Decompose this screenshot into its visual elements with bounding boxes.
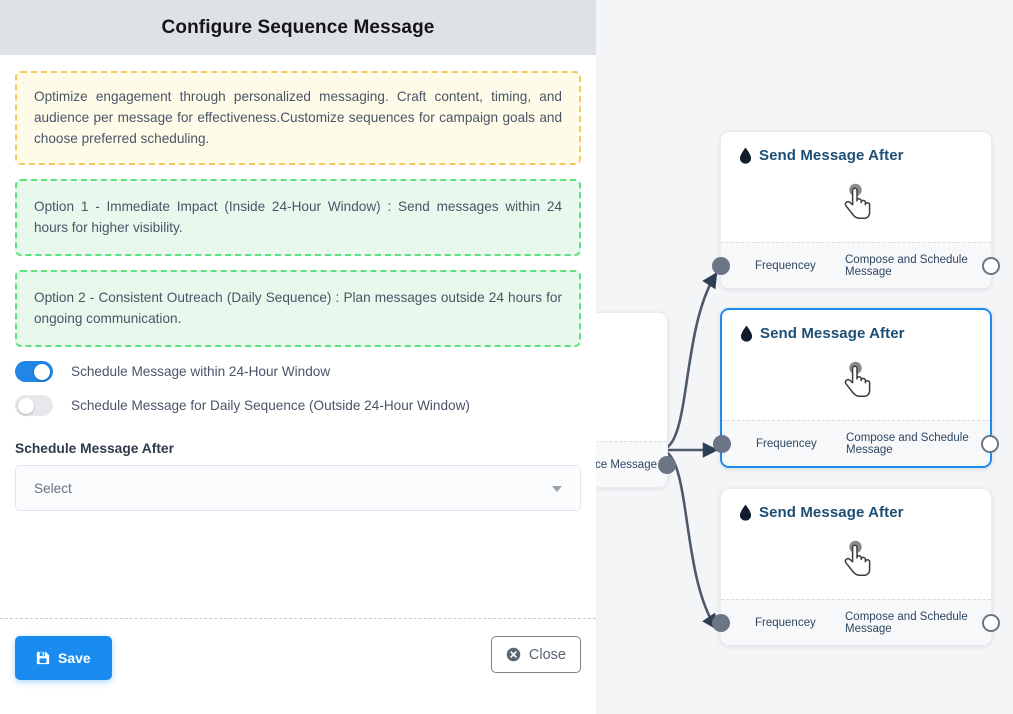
hand-pointer-icon [844,183,871,220]
select-value: Select [34,480,72,496]
chevron-down-icon [552,486,562,493]
node-footer-frequency-label: Frequencey [755,616,816,629]
floppy-disk-icon [36,651,50,665]
node-output-handle[interactable] [982,613,1000,632]
page-title: Configure Sequence Message [161,16,435,38]
node-header: Send Message After [721,132,991,164]
node-footer: Frequencey Compose and Schedule Message [713,420,999,466]
flow-canvas[interactable]: ce Message Send Message After Frequence [596,0,1013,714]
field-label-schedule-message-after: Schedule Message After [15,441,174,457]
node-footer-compose-label: Compose and Schedule Message [845,610,968,635]
schedule-message-after-field: Schedule Message After Select [15,441,581,512]
save-button[interactable]: Save [15,636,112,680]
node-footer-compose-label: Compose and Schedule Message [845,253,968,278]
node-header: Send Message After [721,489,991,521]
close-button-label: Close [528,646,566,663]
node-footer: Frequencey Compose and Schedule Message [712,242,1000,288]
node-footer-compose-label: Compose and Schedule Message [846,431,969,456]
configure-sequence-dialog: Configure Sequence Message Optimize enga… [0,0,596,714]
close-button[interactable]: Close [490,636,581,673]
node-output-handle[interactable] [982,256,1000,275]
dialog-footer: Save Close [0,618,596,714]
node-input-handle[interactable] [713,434,731,453]
droplet-icon [739,504,752,521]
node-body [721,164,991,242]
node-footer: Frequencey Compose and Schedule Message [712,599,1000,645]
toggle-row-within-24-hour[interactable]: Schedule Message within 24-Hour Window [15,361,581,383]
node-output-handle[interactable] [981,434,999,453]
node-send-message-after-3[interactable]: Send Message After Frequencey Compose an… [712,488,1000,646]
toggle-knob [18,397,34,414]
toggle-label-within-24-hour: Schedule Message within 24-Hour Window [71,364,331,380]
dialog-body: Optimize engagement through personalized… [0,55,596,618]
node-title: Send Message After [759,504,904,521]
node-title: Send Message After [759,147,904,164]
node-body [722,342,990,420]
dialog-header: Configure Sequence Message [0,0,596,55]
source-node-footer-label: ce Message [596,458,657,471]
node-header: Send Message After [722,310,990,342]
source-node-footer: ce Message [596,441,676,487]
edge-to-node-3 [659,448,718,630]
save-button-label: Save [58,650,91,666]
node-title: Send Message After [760,325,905,342]
toggle-row-daily-sequence[interactable]: Schedule Message for Daily Sequence (Out… [15,395,581,417]
node-body [721,521,991,599]
node-send-message-after-2[interactable]: Send Message After Frequencey Compose an… [713,308,999,468]
source-node-output-handle[interactable] [658,455,676,474]
droplet-icon [740,325,753,342]
info-note-option-1: Option 1 - Immediate Impact (Inside 24-H… [15,179,581,257]
node-send-message-after-1[interactable]: Send Message After Frequencey Compose an… [712,131,1000,289]
toggle-schedule-daily-sequence[interactable] [15,395,53,417]
node-input-handle[interactable] [712,256,730,275]
edge-to-node-1 [659,272,718,452]
node-footer-frequency-label: Frequencey [755,259,816,272]
info-note-option-2: Option 2 - Consistent Outreach (Daily Se… [15,270,581,348]
hand-pointer-icon [844,361,871,398]
node-footer-frequency-label: Frequencey [756,437,817,450]
toggle-knob [34,363,50,380]
schedule-message-after-select[interactable]: Select [15,465,581,512]
source-node-partial[interactable]: ce Message [596,312,676,488]
hand-pointer-icon [844,540,871,577]
flow-edges [659,272,719,630]
toggle-label-daily-sequence: Schedule Message for Daily Sequence (Out… [71,398,470,414]
droplet-icon [739,147,752,164]
close-circle-icon [506,647,521,662]
toggle-schedule-within-24-hour[interactable] [15,361,53,383]
node-input-handle[interactable] [712,613,730,632]
info-note-warning: Optimize engagement through personalized… [15,71,581,166]
